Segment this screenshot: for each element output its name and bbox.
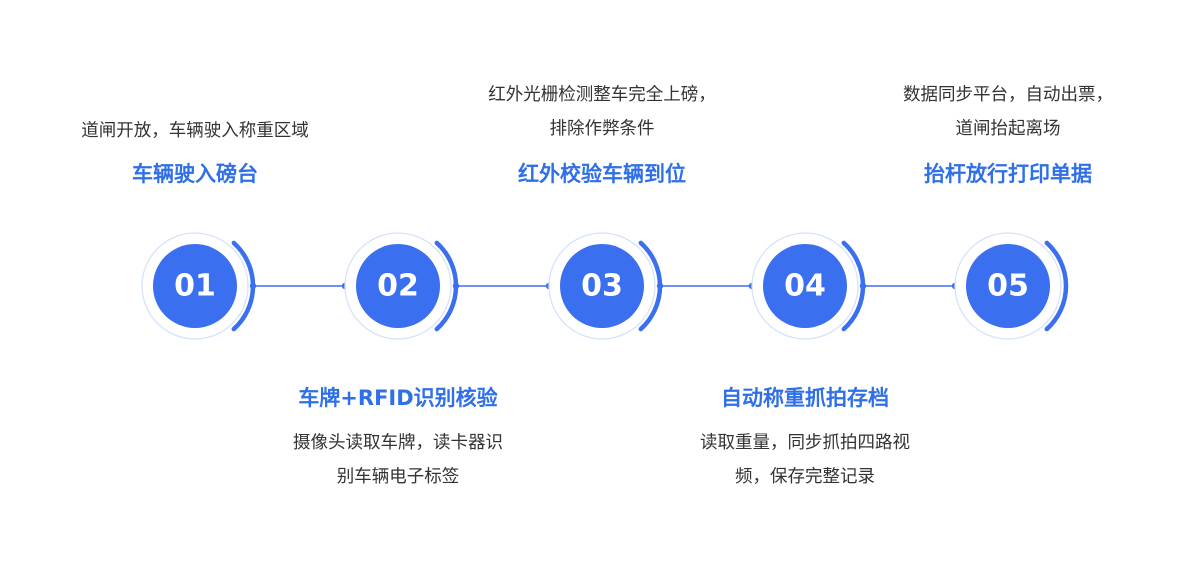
step-02-progress-arc (434, 240, 459, 332)
step-05-text: 数据同步平台，自动出票， 道闸抬起离场 抬杆放行打印单据 (848, 78, 1168, 188)
step-04-number: 04 (784, 269, 826, 304)
step-02-desc-line-1: 摄像头读取车牌，读卡器识 (293, 433, 503, 453)
step-03-description: 红外光栅检测整车完全上磅， 排除作弊条件 (442, 78, 762, 146)
step-03-desc-line-1: 红外光栅检测整车完全上磅， (488, 85, 716, 105)
step-node-04: 04 (751, 232, 866, 340)
step-02-desc-line-2: 别车辆电子标签 (336, 467, 460, 487)
step-02-circle (356, 244, 440, 328)
step-05-desc-line-2: 道闸抬起离场 (955, 119, 1061, 139)
step-03-progress-arc (638, 240, 663, 332)
step-01-progress-arc (231, 240, 256, 332)
step-03-text: 红外光栅检测整车完全上磅， 排除作弊条件 红外校验车辆到位 (442, 78, 762, 188)
step-05-progress-arc (1044, 240, 1069, 332)
step-01-desc-line-1: 道闸开放，车辆驶入称重区域 (81, 121, 309, 141)
step-01-description: 道闸开放，车辆驶入称重区域 (35, 114, 355, 148)
step-03-title: 红外校验车辆到位 (518, 162, 686, 186)
step-02-text: 车牌+RFID识别核验 摄像头读取车牌，读卡器识 别车辆电子标签 (238, 384, 558, 494)
step-02-number: 02 (377, 269, 419, 304)
step-04-progress-arc (841, 240, 866, 332)
step-01-title: 车辆驶入磅台 (132, 162, 258, 186)
step-05-title: 抬杆放行打印单据 (924, 162, 1092, 186)
step-04-desc-line-2: 频，保存完整记录 (735, 467, 875, 487)
step-node-05: 05 (954, 232, 1069, 340)
step-05-circle (966, 244, 1050, 328)
step-05-desc-line-1: 数据同步平台，自动出票， (903, 85, 1113, 105)
step-04-description: 读取重量，同步抓拍四路视 频，保存完整记录 (645, 426, 965, 494)
step-node-02: 02 (344, 232, 459, 340)
node-layer: 01 02 03 04 05 (141, 232, 1069, 340)
step-01-text: 道闸开放，车辆驶入称重区域 车辆驶入磅台 (35, 114, 355, 188)
step-04-title: 自动称重抓拍存档 (721, 386, 889, 410)
step-05-number: 05 (987, 269, 1029, 304)
step-03-circle (560, 244, 644, 328)
step-05-description: 数据同步平台，自动出票， 道闸抬起离场 (848, 78, 1168, 146)
step-02-description: 摄像头读取车牌，读卡器识 别车辆电子标签 (238, 426, 558, 494)
step-02-title: 车牌+RFID识别核验 (298, 386, 498, 410)
step-01-circle (153, 244, 237, 328)
step-04-text: 自动称重抓拍存档 读取重量，同步抓拍四路视 频，保存完整记录 (645, 384, 965, 494)
step-04-desc-line-1: 读取重量，同步抓拍四路视 (700, 433, 910, 453)
step-03-desc-line-2: 排除作弊条件 (549, 119, 655, 139)
step-01-number: 01 (174, 269, 216, 304)
step-04-circle (763, 244, 847, 328)
step-03-number: 03 (581, 269, 623, 304)
step-node-01: 01 (141, 232, 256, 340)
step-node-03: 03 (548, 232, 663, 340)
